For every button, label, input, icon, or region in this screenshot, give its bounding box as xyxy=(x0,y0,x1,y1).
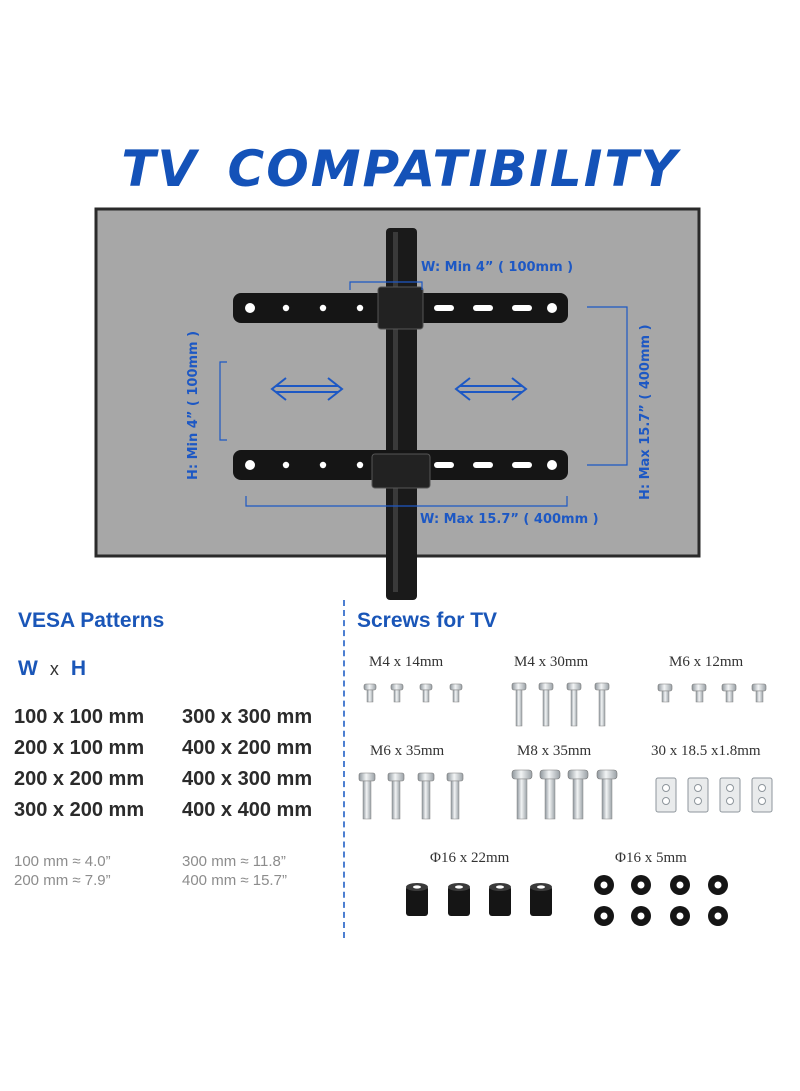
list-item: 200 x 100 mm 400 x 200 mm xyxy=(14,737,344,768)
pattern-value: 100 x 100 mm xyxy=(14,706,145,728)
width-min-label: W: Min 4” ( 100mm ) xyxy=(421,260,574,275)
tv-mount-illustration xyxy=(94,207,701,600)
screw-label: M6 x 35mm xyxy=(370,743,445,759)
w-label: W xyxy=(18,657,38,680)
list-item: 100 mm ≈ 4.0” 300 mm ≈ 11.8” xyxy=(14,853,287,872)
spacer-plate-icon xyxy=(655,777,773,813)
conversion-list: 100 mm ≈ 4.0” 300 mm ≈ 11.8” 200 mm ≈ 7.… xyxy=(14,853,287,891)
screw-label: M6 x 12mm xyxy=(669,654,744,670)
spacer-cylinder-icon xyxy=(406,883,552,916)
section-divider xyxy=(343,600,345,938)
pattern-value: 400 x 300 mm xyxy=(182,768,313,790)
screw-label: 30 x 18.5 x1.8mm xyxy=(651,743,761,759)
list-item: 300 x 200 mm 400 x 400 mm xyxy=(14,799,344,830)
bottom-bracket xyxy=(233,450,568,489)
list-item: 200 x 200 mm 400 x 300 mm xyxy=(14,768,344,799)
pattern-value: 400 x 400 mm xyxy=(182,799,313,821)
conversion-value: 400 mm ≈ 15.7” xyxy=(182,872,287,889)
short-screw-icon xyxy=(363,683,463,703)
tv-diagram: W: Min 4” ( 100mm ) W: Max 15.7” ( 400mm… xyxy=(94,207,701,600)
conversion-value: 300 mm ≈ 11.8” xyxy=(182,853,286,870)
long-screw-icon xyxy=(358,772,464,820)
vesa-title: VESA Patterns xyxy=(18,609,165,632)
pattern-value: 200 x 100 mm xyxy=(14,737,145,759)
screw-label: M8 x 35mm xyxy=(517,743,592,759)
conversion-value: 100 mm ≈ 4.0” xyxy=(14,853,111,870)
list-item: 100 x 100 mm 300 x 300 mm xyxy=(14,706,344,737)
top-bracket xyxy=(233,286,568,330)
pattern-value: 300 x 200 mm xyxy=(14,799,145,821)
right-double-arrow-icon xyxy=(454,377,528,401)
x-label: x xyxy=(49,659,59,679)
conversion-value: 200 mm ≈ 7.9” xyxy=(14,872,111,889)
long-screw-icon xyxy=(511,769,618,820)
screw-label: Φ16 x 22mm xyxy=(430,850,510,866)
list-item: 200 mm ≈ 7.9” 400 mm ≈ 15.7” xyxy=(14,872,287,891)
page-title: TV COMPATIBILITY xyxy=(121,140,679,198)
screw-label: Φ16 x 5mm xyxy=(615,850,687,866)
long-screw-icon xyxy=(511,682,610,727)
left-double-arrow-icon xyxy=(270,377,344,401)
short-screw-icon xyxy=(657,683,767,703)
pattern-value: 400 x 200 mm xyxy=(182,737,313,759)
pattern-value: 200 x 200 mm xyxy=(14,768,145,790)
washer-icon xyxy=(594,875,728,926)
pattern-value: 300 x 300 mm xyxy=(182,706,313,728)
width-max-label: W: Max 15.7” ( 400mm ) xyxy=(420,512,599,527)
screw-label: M4 x 30mm xyxy=(514,654,589,670)
h-label: H xyxy=(70,657,86,680)
dimension-lines xyxy=(219,281,628,507)
vesa-pattern-list: 100 x 100 mm 300 x 300 mm 200 x 100 mm 4… xyxy=(14,706,344,830)
screws-title: Screws for TV xyxy=(357,609,498,632)
screw-label: M4 x 14mm xyxy=(369,654,444,670)
